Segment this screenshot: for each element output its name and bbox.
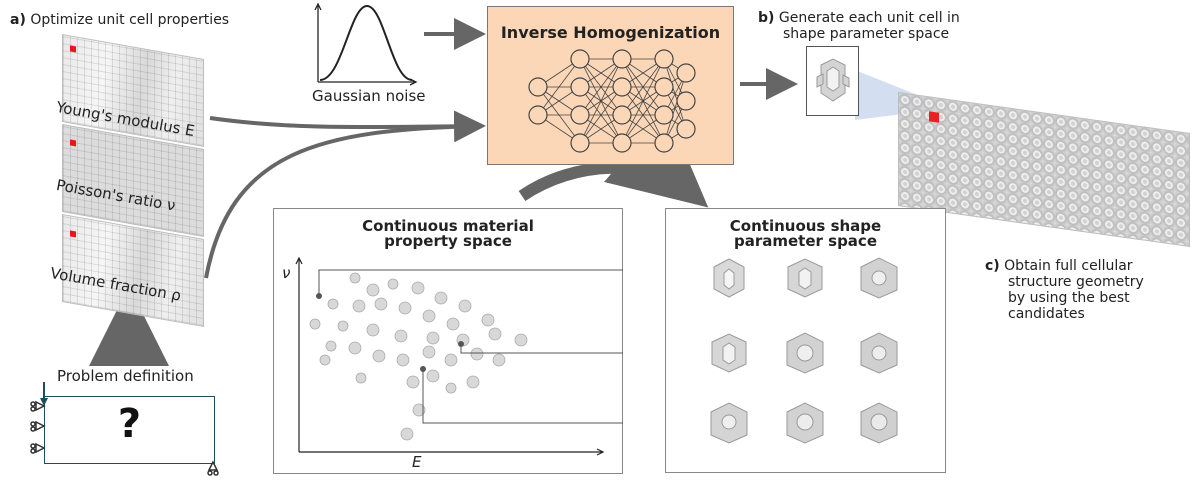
unit-cell-frame [806, 46, 859, 116]
material-space-xlabel: E [412, 453, 422, 471]
support-icon [30, 400, 219, 476]
shape-cell [782, 400, 828, 446]
inverse-homogenization-title: Inverse Homogenization [500, 23, 721, 42]
shape-cell [856, 255, 902, 301]
neural-network-icon [528, 49, 696, 153]
problem-domain: ? [44, 396, 215, 464]
material-property-space: Continuous material property space [273, 208, 623, 474]
arrow-volume-to-ih [204, 124, 479, 279]
shape-space-title-line1: Continuous shape [729, 217, 882, 235]
unknown-symbol: ? [117, 401, 142, 447]
shape-cell [782, 255, 828, 301]
shape-cell [706, 255, 752, 301]
shape-cell [856, 330, 902, 376]
material-space-title-line1: Continuous material [362, 217, 534, 235]
material-space-ylabel: ν [282, 264, 291, 282]
shape-cell [706, 330, 752, 376]
unit-cell-icon [816, 58, 850, 102]
inverse-homogenization-box: Inverse Homogenization [487, 6, 734, 165]
boundary-conditions [30, 382, 219, 476]
material-cell-cloud [309, 272, 528, 441]
highlight-cell [70, 230, 76, 238]
shape-cell [856, 400, 902, 446]
label-b: b) Generate each unit cell in [758, 10, 960, 26]
gaussian-plot [314, 2, 418, 86]
shape-cell [782, 330, 828, 376]
highlight-cell [929, 111, 939, 123]
label-c: c) Obtain full cellular [985, 258, 1133, 274]
problem-definition-label: Problem definition [57, 367, 194, 385]
label-a: a) Optimize unit cell properties [10, 12, 230, 28]
label-c-line3: by using the best [1008, 290, 1130, 306]
highlight-cell [70, 45, 76, 53]
label-b-line2: shape parameter space [783, 26, 950, 42]
shape-cell [706, 400, 752, 446]
material-space-axes [295, 256, 623, 456]
shape-space-title-line2: parameter space [734, 232, 877, 250]
material-space-title-line2: property space [384, 232, 512, 250]
label-c-line4: candidates [1008, 306, 1085, 322]
gaussian-noise-label: Gaussian noise [312, 87, 426, 105]
label-c-line2: structure geometry [1008, 274, 1144, 290]
highlight-cell [70, 139, 76, 147]
arrow-material-to-shape [518, 108, 709, 208]
